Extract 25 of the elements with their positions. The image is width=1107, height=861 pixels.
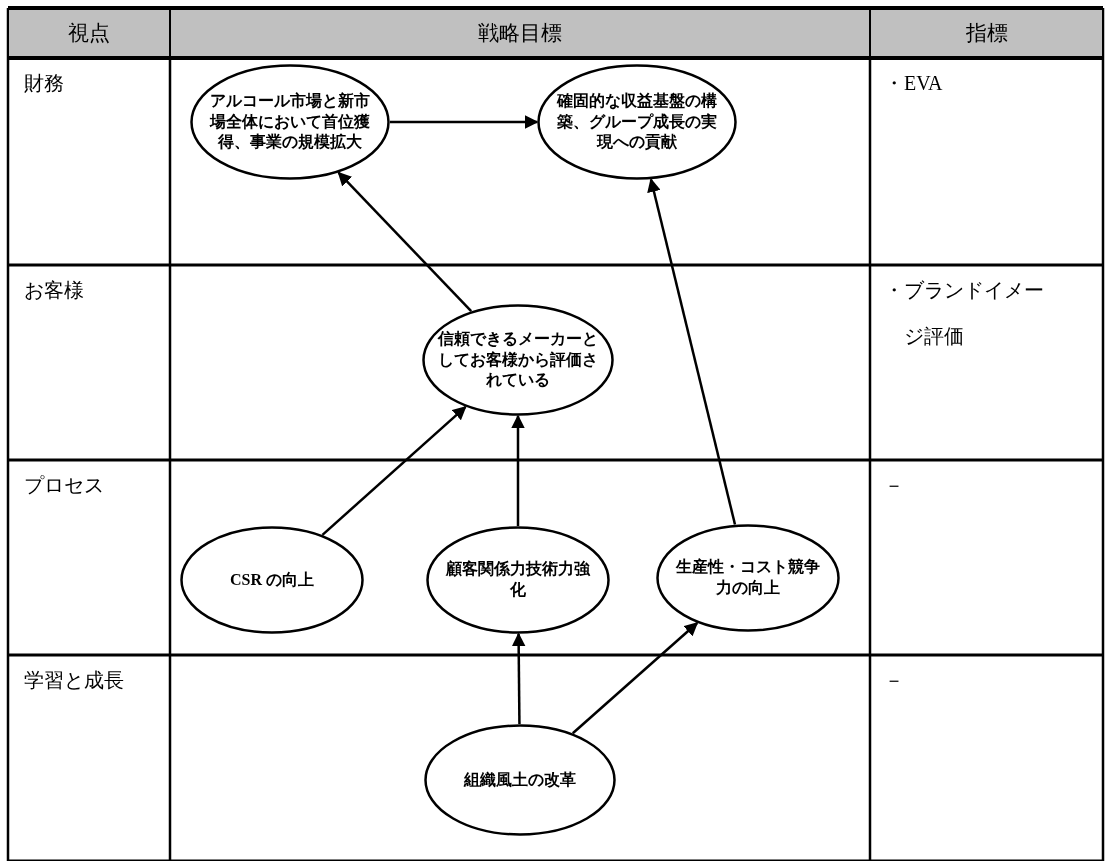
arrow xyxy=(321,405,467,536)
goal-ellipse: 顧客関係力技術力強化 xyxy=(426,526,610,634)
goal-ellipse: 組織風土の改革 xyxy=(424,724,616,836)
goal-ellipse: 信頼できるメーカーとしてお客様から評価されている xyxy=(422,304,614,416)
perspective-label: お客様 xyxy=(24,278,84,303)
goal-ellipse: アルコール市場と新市場全体において首位獲得、事業の規模拡大 xyxy=(190,64,390,180)
arrow xyxy=(337,171,473,312)
perspective-label: プロセス xyxy=(24,473,104,498)
arrow xyxy=(511,414,525,526)
indicator-text: ・ブランドイメージ評価 xyxy=(884,278,1045,349)
header-cell: 視点 xyxy=(10,10,168,56)
perspective-label: 財務 xyxy=(24,71,64,96)
indicator-text: ・EVA xyxy=(884,71,944,96)
arrow xyxy=(647,178,737,525)
header-cell: 戦略目標 xyxy=(172,10,868,56)
goal-ellipse: 生産性・コスト競争力の向上 xyxy=(656,524,840,632)
goal-ellipse: 確固的な収益基盤の構築、グループ成長の実現への貢献 xyxy=(537,64,737,180)
arrow xyxy=(571,622,699,735)
perspective-label: 学習と成長 xyxy=(24,668,124,693)
arrow xyxy=(511,632,526,724)
goal-ellipse: CSR の向上 xyxy=(180,526,364,634)
header-cell: 指標 xyxy=(872,10,1101,56)
indicator-text: － xyxy=(884,473,905,498)
indicator-text: － xyxy=(884,668,905,693)
arrow xyxy=(390,115,539,129)
